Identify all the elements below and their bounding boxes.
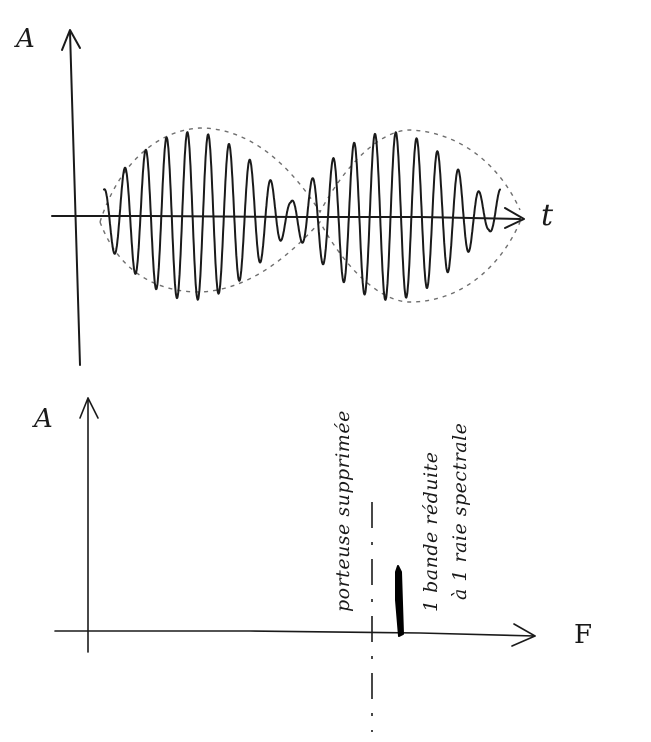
single-band-note-line1: 1 bande réduite (420, 451, 442, 612)
top-y-axis (69, 31, 81, 366)
envelope-upper (99, 127, 521, 223)
bottom-x-axis-label: F (574, 620, 593, 650)
bottom-y-axis-label: A (34, 404, 53, 434)
top-x-axis-label: t (541, 198, 554, 233)
suppressed-carrier-note: porteuse supprimée (332, 410, 354, 612)
top-y-axis-arrowhead (61, 29, 81, 51)
bottom-y-axis-arrowhead (79, 397, 99, 419)
top-graph (51, 29, 525, 366)
bottom-graph (54, 397, 536, 732)
envelope-lower (99, 220, 521, 303)
bottom-x-axis (54, 630, 536, 637)
single-band-note-line2: à 1 raie spectrale (449, 422, 471, 600)
spectral-line (395, 565, 404, 637)
beat-signal-wave (103, 131, 501, 301)
top-x-axis-arrowhead (504, 207, 525, 229)
top-y-axis-label: A (16, 24, 35, 54)
bottom-x-axis-arrowhead (511, 623, 536, 647)
